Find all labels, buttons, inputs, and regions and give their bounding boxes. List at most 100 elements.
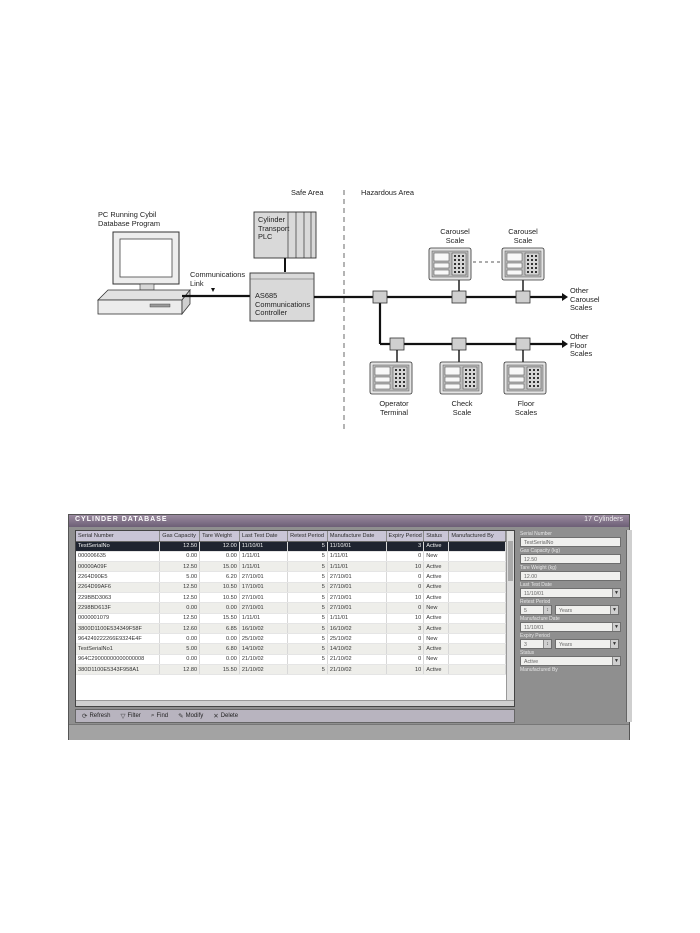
refresh-button[interactable]: ⟳Refresh: [82, 712, 110, 720]
table-cell: 5.00: [159, 571, 201, 583]
check-scale-label: Check Scale: [444, 399, 480, 417]
controller-label-line: AS685: [255, 291, 278, 300]
column-header[interactable]: Manufacture Date: [327, 531, 387, 542]
status-select[interactable]: Active ▼: [520, 656, 621, 666]
column-header[interactable]: Serial Number: [76, 531, 161, 542]
carousel-scale-icon: [501, 247, 545, 281]
grid-horizontal-scrollbar[interactable]: [76, 700, 514, 706]
column-header[interactable]: Tare Weight: [199, 531, 240, 542]
table-cell: [448, 643, 506, 655]
table-cell: 964C29000000000000008: [76, 654, 161, 666]
column-header[interactable]: Status: [423, 531, 450, 542]
link-label-line: Communications: [190, 270, 246, 279]
tare-weight-field[interactable]: 12.00: [520, 571, 621, 581]
last-test-date-field[interactable]: 11/10/01▼: [520, 588, 621, 598]
filter-icon: ▽: [120, 713, 126, 720]
column-header[interactable]: Gas Capacity: [159, 531, 201, 542]
junction-box: [389, 337, 405, 351]
computer-icon: [97, 231, 191, 316]
table-cell: 15.00: [199, 561, 240, 573]
table-cell: 14/10/02: [239, 643, 289, 655]
table-cell: 12.50: [159, 561, 201, 573]
junction-box: [515, 290, 531, 304]
find-label: Find: [156, 713, 169, 719]
tare-weight-label: Tare Weight (kg): [520, 565, 557, 571]
controller-icon: [249, 272, 315, 322]
serial-number-label: Serial Number: [520, 531, 552, 537]
table-cell: TestSerialNo: [76, 541, 161, 552]
chevron-down-icon[interactable]: ▼: [612, 623, 620, 631]
chevron-down-icon[interactable]: ▼: [610, 640, 618, 648]
expiry-unit-select[interactable]: Years▼: [555, 639, 619, 649]
operator-terminal-line: Operator: [379, 399, 409, 408]
status-label: Status: [520, 650, 535, 656]
retest-unit-select[interactable]: Years▼: [555, 605, 619, 615]
table-cell: [448, 561, 506, 573]
column-header[interactable]: Expiry Period: [386, 531, 425, 542]
delete-button[interactable]: ✕Delete: [213, 712, 238, 720]
table-cell: 15.50: [199, 613, 240, 624]
gas-capacity-field[interactable]: 12.50: [520, 554, 621, 564]
serial-number-field[interactable]: TestSerialNo: [520, 537, 621, 547]
table-cell: 27/10/01: [239, 592, 289, 604]
detail-scrollbar[interactable]: [626, 530, 632, 722]
filter-button[interactable]: ▽Filter: [120, 712, 140, 720]
status-value: Active: [524, 659, 539, 665]
floor-scales-line: Floor: [517, 399, 535, 408]
manufacture-date-field[interactable]: 11/10/01▼: [520, 622, 621, 632]
table-cell: 12.60: [159, 623, 201, 635]
modify-button[interactable]: ✎Modify: [178, 712, 203, 720]
chevron-down-icon[interactable]: ▼: [612, 657, 620, 665]
column-header[interactable]: Last Test Date: [239, 531, 289, 542]
table-cell: 27/10/01: [327, 592, 387, 604]
chevron-down-icon[interactable]: ▼: [612, 589, 620, 597]
table-cell: [448, 623, 506, 635]
scrollbar-thumb[interactable]: [508, 541, 513, 581]
column-header[interactable]: Retest Period: [287, 531, 328, 542]
table-cell: 21/10/02: [327, 654, 387, 666]
expiry-period-stepper[interactable]: 3↕: [520, 639, 552, 649]
stepper-arrows-icon[interactable]: ↕: [543, 606, 551, 614]
table-cell: 10: [386, 613, 425, 624]
table-cell: 00000A09F: [76, 561, 161, 573]
other-floor-line: Scales: [570, 349, 593, 359]
find-button[interactable]: ⌕Find: [151, 712, 168, 720]
modify-label: Modify: [185, 713, 204, 719]
controller-label: AS685 Communications Controller: [255, 291, 310, 318]
table-cell: Active: [423, 582, 450, 593]
table-cell: 1/11/01: [239, 561, 289, 573]
table-cell: [448, 592, 506, 604]
stepper-arrows-icon[interactable]: ↕: [543, 640, 551, 648]
chevron-down-icon[interactable]: ▼: [610, 606, 618, 614]
hazardous-area-label: Hazardous Area: [361, 188, 414, 197]
table-cell: 6.85: [199, 623, 240, 635]
table-cell: 15.50: [199, 664, 240, 676]
other-carousel-line: Scales: [570, 303, 593, 313]
table-cell: 17/10/01: [239, 582, 289, 593]
link-label-line: Link: [190, 278, 204, 288]
check-scale-icon: [439, 361, 483, 395]
table-cell: 0.00: [159, 551, 201, 563]
column-header[interactable]: Manufactured By: [448, 531, 506, 542]
table-cell: Active: [423, 592, 450, 604]
table-cell: [448, 541, 506, 552]
retest-period-stepper[interactable]: 5↕: [520, 605, 552, 615]
table-cell: 0: [386, 582, 425, 593]
grid-vertical-scrollbar[interactable]: [506, 531, 514, 706]
table-cell: Active: [423, 623, 450, 635]
table-cell: 12.50: [159, 592, 201, 604]
